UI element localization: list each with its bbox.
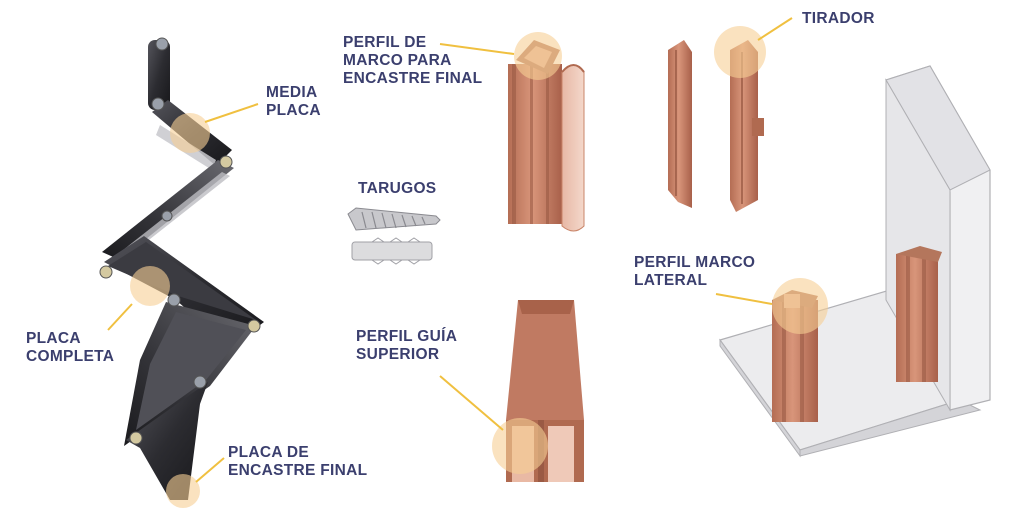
label-media-placa: MEDIA PLACA	[266, 84, 321, 119]
leader-guia-superior	[439, 375, 504, 431]
highlight-media-placa	[170, 113, 210, 153]
highlight-tirador	[714, 26, 766, 78]
highlight-marco-lateral	[772, 278, 828, 334]
wall-plug-icon	[351, 241, 433, 261]
label-placa-encastre-final: PLACA DE ENCASTRE FINAL	[228, 444, 368, 479]
hinge-3	[219, 155, 233, 169]
hinge-7	[247, 319, 261, 333]
leader-perfil-marco	[439, 43, 515, 55]
hinge-1	[155, 37, 169, 51]
leader-media-placa	[204, 103, 259, 123]
hinge-4	[161, 210, 173, 222]
panel-placa-completa-face	[108, 242, 256, 320]
tirador-profiles	[668, 17, 793, 212]
label-placa-completa: PLACA COMPLETA	[26, 330, 115, 365]
label-perfil-marco-lateral: PERFIL MARCO LATERAL	[634, 254, 756, 289]
hinge-5	[99, 265, 113, 279]
hinge-6	[167, 293, 181, 307]
highlight-guia-superior	[492, 418, 548, 474]
tarugos-hardware	[347, 207, 441, 265]
perfil-guia-superior-profile	[439, 300, 584, 482]
panel-lower-left-face	[136, 312, 246, 430]
hinge-8	[193, 375, 207, 389]
highlight-perfil-marco	[514, 32, 562, 80]
hinge-2	[151, 97, 165, 111]
leader-marco-lateral	[715, 293, 773, 305]
wall-installation	[715, 65, 991, 458]
label-tarugos: TARUGOS	[358, 180, 437, 197]
label-tirador: TIRADOR	[802, 10, 875, 27]
highlight-placa-completa	[130, 266, 170, 306]
leader-tirador	[757, 17, 793, 41]
leader-encastre-final	[195, 457, 225, 483]
panel-top-half	[148, 40, 170, 110]
hinge-9	[129, 431, 143, 445]
perfil-marco-encastre-profile	[439, 32, 585, 232]
label-perfil-marco-encastre: PERFIL DE MARCO PARA ENCASTRE FINAL	[343, 34, 483, 87]
accordion-folding-door	[99, 37, 264, 508]
panel-encastre-final	[126, 382, 208, 500]
highlight-encastre-final	[166, 474, 200, 508]
panel-upper-left	[102, 160, 234, 260]
leader-placa-completa	[107, 303, 133, 331]
panel-silver-2	[118, 172, 230, 258]
label-perfil-guia-superior: PERFIL GUÍA SUPERIOR	[356, 328, 458, 363]
